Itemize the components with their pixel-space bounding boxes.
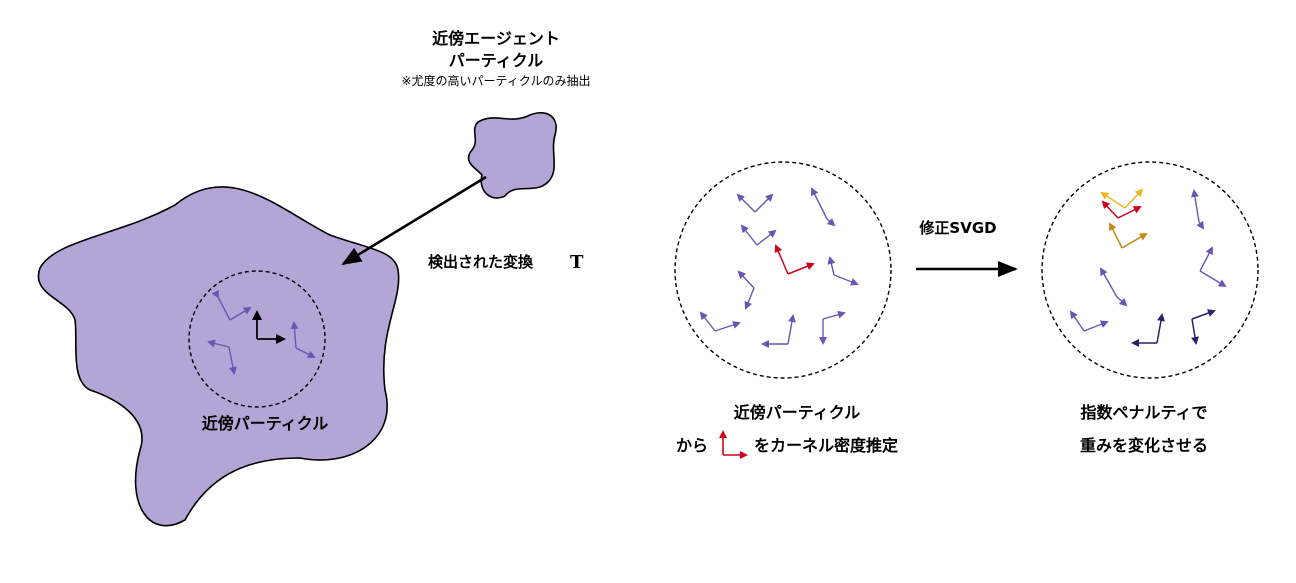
particle bbox=[207, 339, 230, 348]
right-dark-particles bbox=[1131, 309, 1216, 347]
agent-title-line2: パーティクル bbox=[449, 51, 544, 70]
left-particles bbox=[207, 289, 316, 375]
transform-symbol: T bbox=[570, 252, 584, 273]
transform-label: 検出された変換 bbox=[428, 253, 534, 271]
particle bbox=[229, 306, 252, 321]
left-region-label: 近傍パーティクル bbox=[202, 414, 329, 433]
agent-note: ※尤度の高いパーティクルのみ抽出 bbox=[402, 73, 591, 88]
center-axes bbox=[252, 310, 286, 344]
middle-caption-line1: 近傍パーティクル bbox=[734, 403, 861, 422]
right-weighted-particles bbox=[1100, 188, 1148, 249]
svgd-label: 修正SVGD bbox=[918, 219, 996, 237]
middle-red-particle bbox=[774, 244, 815, 275]
middle-caption-pre: から bbox=[676, 436, 708, 455]
right-caption-line1: 指数ペナルティで bbox=[1080, 403, 1207, 422]
middle-caption-post: をカーネル密度推定 bbox=[754, 436, 898, 455]
agent-title-line1: 近傍エージェント bbox=[432, 29, 560, 48]
middle-particles bbox=[699, 187, 859, 348]
agent-particles-blob bbox=[467, 111, 557, 199]
left-dashed-circle bbox=[188, 270, 326, 408]
particle bbox=[228, 346, 237, 375]
particle bbox=[290, 321, 299, 349]
transform-arrow bbox=[341, 175, 487, 266]
right-particles bbox=[1069, 189, 1227, 332]
neighborhood-blob bbox=[37, 186, 400, 527]
particle bbox=[211, 289, 231, 321]
middle-dashed-circle bbox=[674, 161, 892, 379]
right-dashed-circle bbox=[1041, 161, 1259, 379]
particle bbox=[295, 347, 316, 358]
right-caption-line2: 重みを変化させる bbox=[1080, 436, 1208, 455]
kernel-icon bbox=[719, 430, 748, 459]
